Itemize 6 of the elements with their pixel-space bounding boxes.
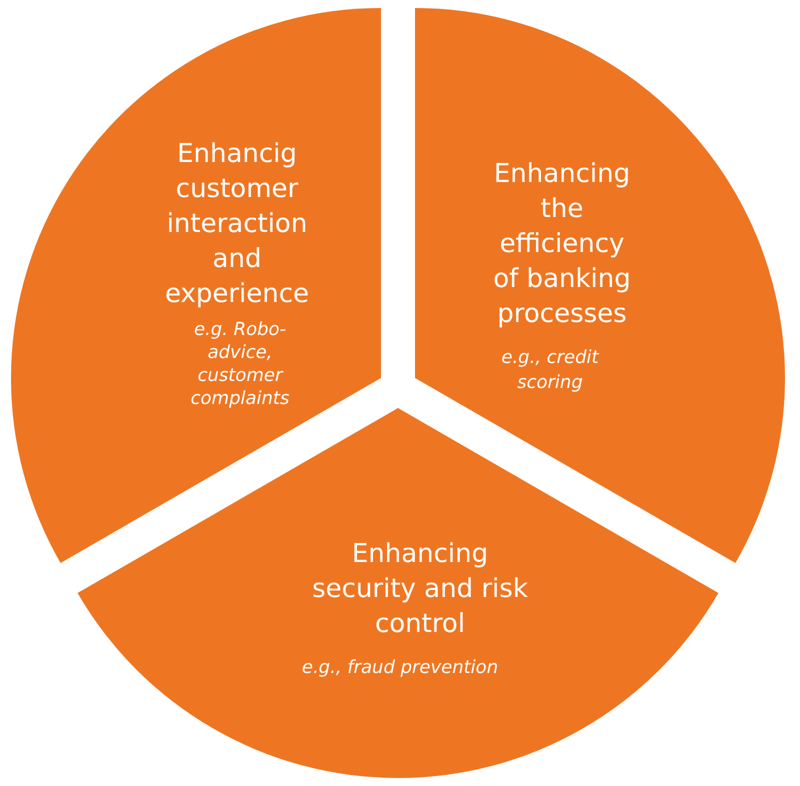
- example-text: e.g. Robo-advice, customer complaints: [190, 318, 290, 410]
- segment-heading: Enhancig customer interaction and experience: [164, 138, 310, 311]
- segment-heading: Enhancing security and risk control: [311, 538, 529, 641]
- segment-heading: Enhancing the efficiency of banking processes: [492, 158, 632, 331]
- example-text: e.g., fraud prevention: [300, 656, 500, 680]
- example-text: e.g., credit scoring: [500, 346, 600, 395]
